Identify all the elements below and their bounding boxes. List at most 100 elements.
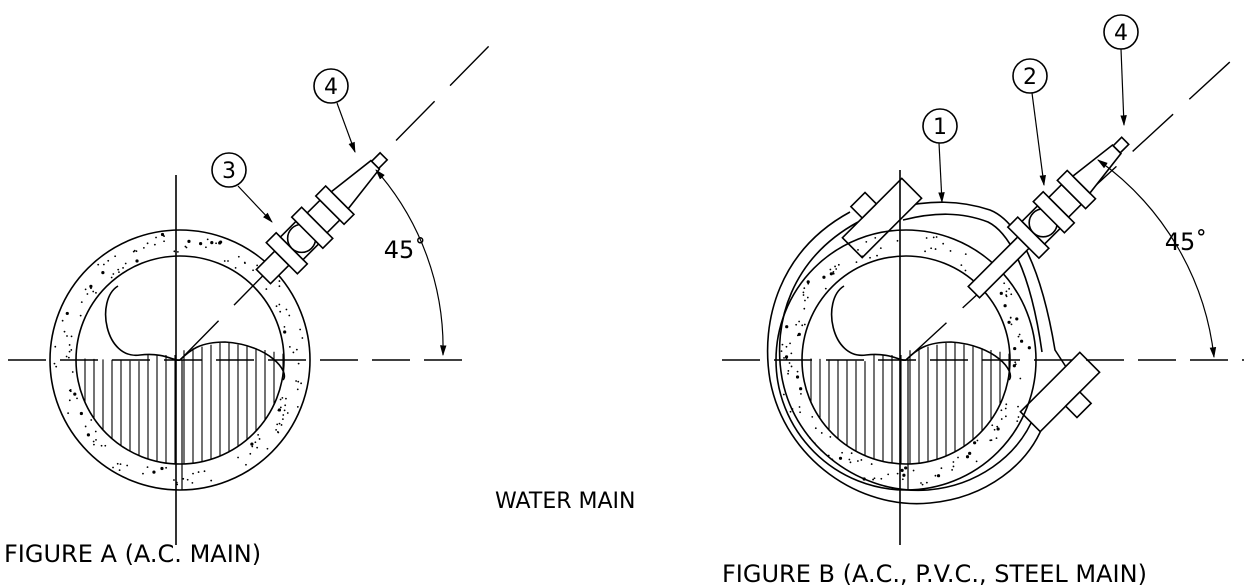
stipple-dot	[849, 461, 852, 464]
stipple-dot	[67, 356, 70, 359]
stipple-dot	[1003, 282, 1006, 285]
stipple-dot	[165, 466, 168, 469]
stipple-dot	[804, 299, 806, 302]
stipple-dot	[965, 455, 970, 459]
stipple-dot	[265, 288, 268, 290]
stipple-dot	[160, 232, 165, 237]
callout-1-bubble	[922, 108, 958, 144]
stipple-dot	[781, 343, 784, 346]
stipple-dot	[874, 236, 877, 239]
stipple-dot	[97, 263, 100, 266]
stipple-dot	[801, 324, 804, 327]
figure-a: 3 4 45˚ FIGURE A (A.C. MAIN)	[4, 44, 491, 568]
stipple-dot	[53, 362, 56, 365]
stipple-dot	[286, 412, 289, 414]
stipple-dot	[996, 425, 999, 428]
stipple-dot	[107, 259, 110, 262]
stipple-dot	[112, 273, 115, 275]
stipple-dot	[780, 350, 783, 353]
stipple-dot	[952, 465, 955, 468]
stipple-dot	[124, 262, 127, 265]
stipple-dot	[243, 261, 246, 264]
stipple-dot	[995, 437, 998, 440]
stipple-dot	[902, 473, 906, 477]
water-hatch	[76, 342, 284, 464]
stipple-dot	[1016, 420, 1019, 423]
stipple-dot	[1005, 290, 1008, 293]
callout-4-leader	[336, 102, 356, 154]
stipple-dot	[870, 463, 873, 465]
stipple-dot	[142, 472, 144, 475]
stipple-dot	[832, 271, 835, 273]
stipple-dot	[280, 424, 283, 426]
stipple-dot	[896, 472, 899, 475]
stipple-dot	[904, 466, 908, 470]
stipple-dot	[829, 268, 832, 271]
stipple-dot	[912, 469, 915, 472]
stipple-dot	[250, 442, 254, 446]
stipple-dot	[787, 372, 789, 375]
stipple-dot	[975, 460, 978, 463]
figure-b-caption: FIGURE B (A.C., P.V.C., STEEL MAIN)	[722, 560, 1147, 586]
stipple-dot	[806, 296, 809, 299]
stipple-dot	[1010, 323, 1013, 326]
stipple-dot	[276, 431, 279, 433]
stipple-dot	[153, 243, 156, 246]
callout-2-label: 2	[1023, 65, 1037, 90]
stipple-dot	[896, 239, 899, 242]
stipple-dot	[152, 470, 156, 474]
stipple-dot	[276, 423, 279, 426]
stipple-dot	[215, 242, 217, 245]
stipple-dot	[862, 477, 866, 481]
stipple-dot	[783, 357, 785, 359]
stipple-dot	[865, 240, 868, 243]
stipple-dot	[857, 248, 859, 251]
stipple-dot	[785, 325, 789, 329]
callout-3-label: 3	[222, 159, 236, 184]
stipple-dot	[820, 449, 823, 452]
stipple-dot	[1004, 415, 1007, 418]
stipple-dot	[785, 345, 788, 348]
stipple-dot	[281, 418, 284, 421]
stipple-dot	[841, 451, 844, 454]
saddle-strap	[766, 211, 1046, 505]
stipple-dot	[880, 477, 883, 480]
stipple-dot	[782, 393, 785, 396]
stipple-dot	[1014, 361, 1017, 364]
stipple-dot	[205, 246, 207, 249]
stipple-dot	[964, 253, 967, 255]
stipple-dot	[968, 451, 972, 455]
stipple-dot	[1000, 409, 1003, 412]
stipple-dot	[1019, 377, 1022, 380]
stipple-dot	[146, 466, 149, 469]
stipple-dot	[789, 410, 792, 413]
stipple-dot	[135, 259, 139, 263]
stipple-dot	[795, 375, 800, 379]
stipple-dot	[116, 462, 119, 465]
stipple-dot	[86, 433, 91, 437]
callout-3-leader	[237, 185, 273, 223]
angle-label-a: 45˚	[384, 236, 427, 264]
stipple-dot	[790, 352, 793, 355]
stipple-dot	[104, 444, 107, 447]
stipple-dot	[879, 247, 882, 249]
stipple-dot	[803, 323, 806, 326]
stipple-dot	[163, 240, 165, 243]
stipple-dot	[798, 320, 801, 323]
stipple-dot	[1017, 405, 1019, 408]
stipple-dot	[278, 422, 281, 425]
saddle-top-inner	[902, 213, 1043, 353]
callout-2-leader	[1031, 92, 1046, 187]
stipple-dot	[84, 425, 87, 428]
stipple-dot	[796, 370, 799, 373]
stipple-dot	[788, 362, 791, 364]
stipple-dot	[182, 477, 185, 480]
stipple-dot	[114, 255, 117, 258]
stipple-dot	[835, 268, 838, 270]
stipple-dot	[802, 291, 805, 294]
saddle-bolt-bottom	[1019, 351, 1101, 433]
stipple-dot	[301, 337, 304, 339]
stipple-dot	[1005, 403, 1008, 406]
stipple-dot	[829, 272, 833, 276]
stipple-dot	[295, 348, 298, 351]
